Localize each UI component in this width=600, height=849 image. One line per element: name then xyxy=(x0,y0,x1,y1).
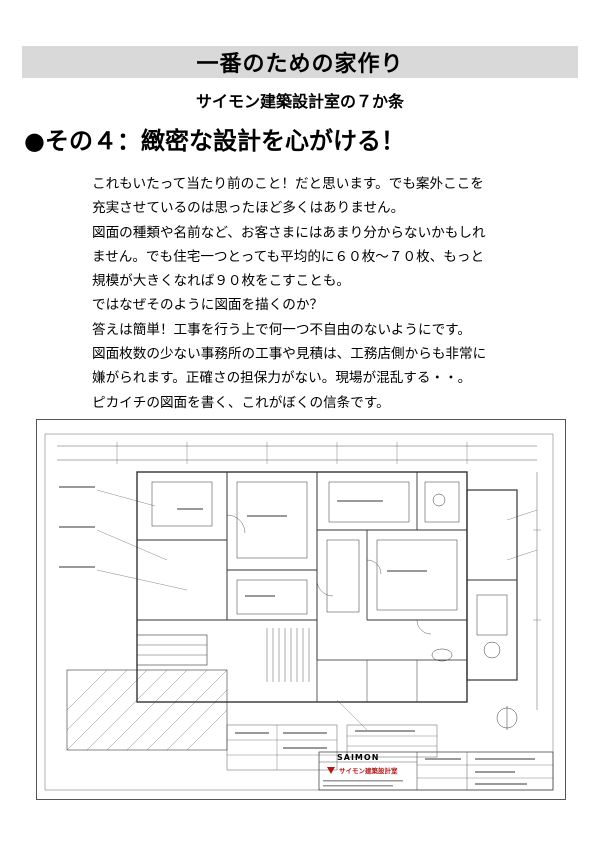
body-line: ません。でも住宅一つとっても平均的に６０枚～７０枚、もっと xyxy=(92,248,485,265)
drawing-firm-name: サイモン建築設計室 xyxy=(339,766,398,775)
body-line: 規模が大きくなれば９０枚をこすことも。 xyxy=(92,273,351,290)
body-line: ピカイチの図面を書く、これがぼくの信条です。 xyxy=(92,394,390,411)
body-line: 図面の種類や名前など、お客さまにはあまり分からないかもしれ xyxy=(92,224,486,241)
body-line: 嫌がられます。正確さの担保力がない。現場が混乱する・・。 xyxy=(92,370,472,387)
body-line: 図面枚数の少ない事務所の工事や見積は、工務店側からも非常に xyxy=(92,346,487,363)
page-title: 一番のための家作り xyxy=(196,52,404,77)
body-line: これもいたって当たり前のこと！だと思います。でも案外ここを xyxy=(92,176,484,192)
body-line: 充実させているのは思ったほど多くはありません。 xyxy=(92,200,405,217)
body-line: 答えは簡単！工事を行う上で何一つ不自由のないようにです。 xyxy=(92,321,471,338)
body-text: これもいたって当たり前のこと！だと思います。でも案外ここを 充実させているのは思… xyxy=(92,172,532,415)
floor-plan-svg: SAIMON サイモン建築設計室 xyxy=(44,433,554,791)
floor-plan-drawing: SAIMON サイモン建築設計室 xyxy=(36,419,566,800)
section-heading: ●その４：緻密な設計を心がける！ xyxy=(24,127,405,155)
logo-mark-icon xyxy=(327,767,335,774)
body-line: ではなぜそのように図面を描くのか？ xyxy=(92,297,324,314)
drawing-brand: SAIMON xyxy=(337,753,379,762)
page-subtitle: サイモン建築設計室の７か条 xyxy=(195,92,404,111)
title-bar: 一番のための家作り xyxy=(22,46,578,78)
